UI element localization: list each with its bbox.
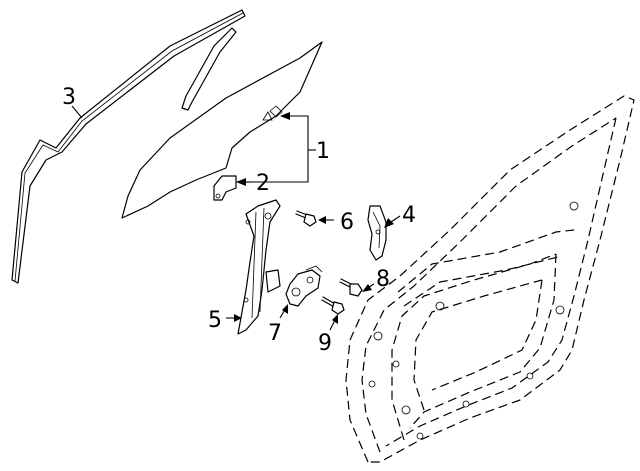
callout-7: 7 xyxy=(268,321,282,346)
callout-8: 8 xyxy=(376,267,390,292)
screw-9 xyxy=(321,296,345,315)
bolt-8 xyxy=(339,278,363,297)
door-glass xyxy=(121,41,323,219)
callout-5: 5 xyxy=(208,308,222,333)
callout-4: 4 xyxy=(402,203,416,228)
glass-run-channel xyxy=(11,9,246,284)
callout-1: 1 xyxy=(316,139,330,164)
callout-9: 9 xyxy=(318,331,332,356)
bolt-6 xyxy=(295,210,317,227)
glass-bracket xyxy=(213,175,237,201)
callout-3: 3 xyxy=(62,85,76,110)
leader-lines xyxy=(71,105,401,331)
guide-bracket xyxy=(367,205,387,261)
window-regulator xyxy=(237,199,281,335)
regulator-motor xyxy=(285,265,323,307)
door-frame xyxy=(345,95,635,463)
callout-6: 6 xyxy=(340,210,354,235)
callout-2: 2 xyxy=(256,171,270,196)
